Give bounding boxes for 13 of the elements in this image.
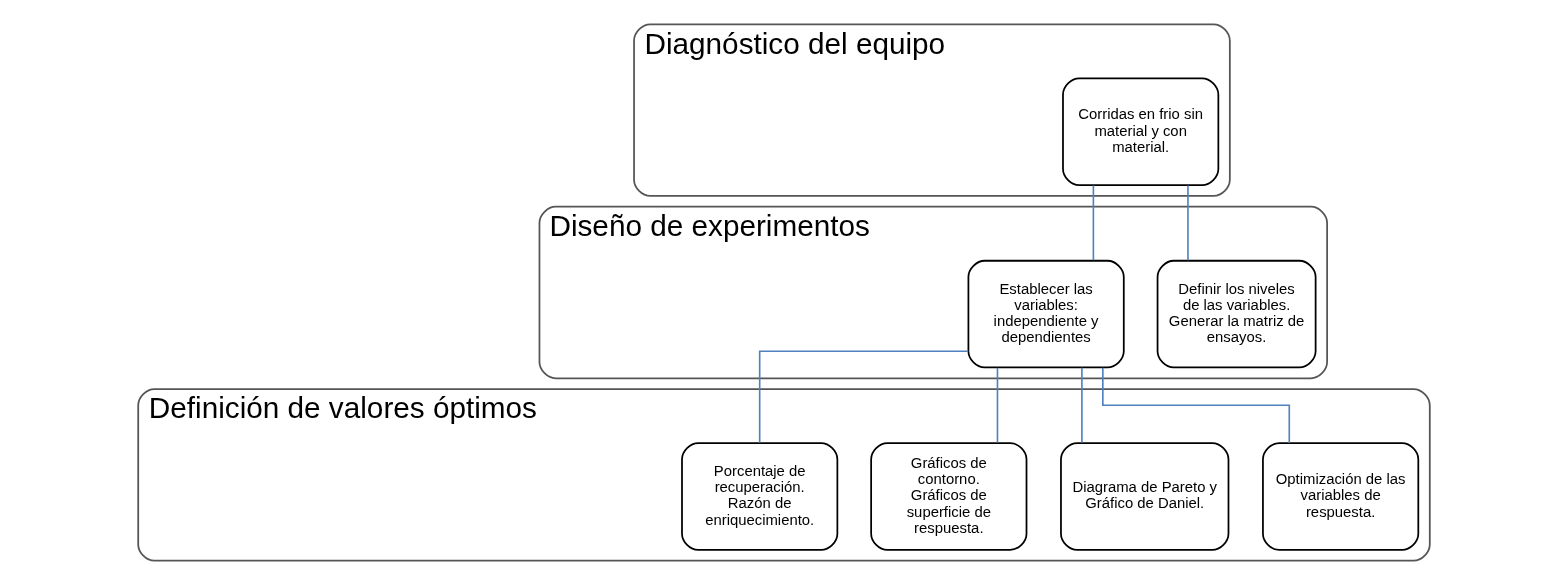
node-box: Gráficos de contorno. Gráficos de superficie de respuesta. <box>869 442 1027 551</box>
connector <box>1101 366 1290 444</box>
node-box: Definir los niveles de las variables. Generar la matriz de ensayos. <box>1156 259 1316 369</box>
connector <box>1080 367 1083 444</box>
connector <box>996 367 998 444</box>
node-box: Diagrama de Pareto y Gráfico de Daniel. <box>1059 442 1229 551</box>
connector <box>1186 184 1189 261</box>
connector <box>758 350 969 444</box>
node-box: Porcentaje de recuperación. Razón de enriquecimiento. <box>680 442 838 551</box>
connector <box>1092 184 1094 261</box>
node-box: Optimización de las variables de respuesta. <box>1261 442 1419 551</box>
node-box: Establecer las variables: independiente y dependientes <box>967 259 1125 369</box>
node-box: Corridas en frio sin material y con material. <box>1061 77 1219 186</box>
